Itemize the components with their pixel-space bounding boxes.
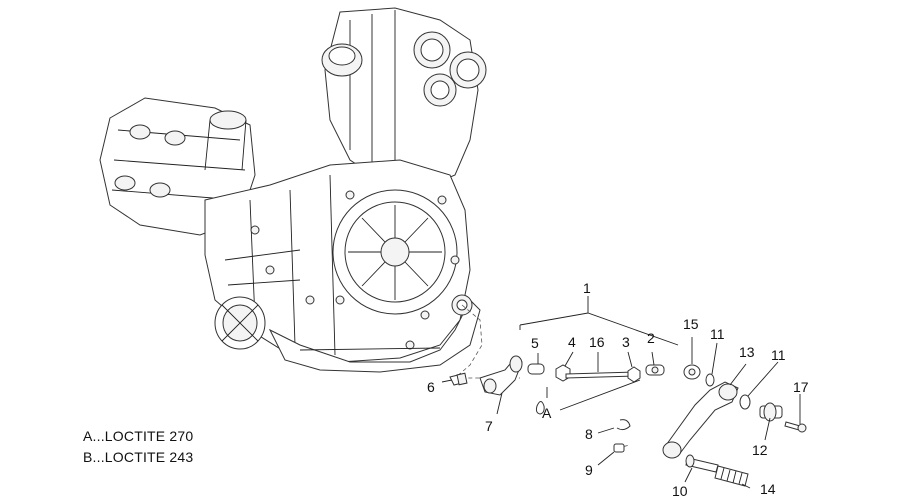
callout-4: 4 — [568, 334, 576, 350]
part-17-bolt — [784, 421, 807, 433]
callout-3: 3 — [622, 334, 630, 350]
part-11-ring-upper — [705, 373, 715, 387]
callout-14: 14 — [760, 481, 776, 497]
callout-10: 10 — [672, 483, 688, 498]
part-7-shift-lever — [479, 355, 523, 396]
callout-15: 15 — [683, 316, 699, 332]
callout-13: 13 — [739, 344, 755, 360]
part-15-washer — [683, 364, 701, 380]
part-11-ring-lower — [739, 394, 751, 410]
shift-parts — [449, 355, 807, 487]
callout-2: 2 — [647, 330, 655, 346]
callout-A: A — [542, 405, 552, 421]
callout-9: 9 — [585, 462, 593, 478]
part-14-rubber — [714, 465, 749, 487]
part-3-nut — [627, 366, 641, 383]
loctite-a-arrow — [559, 379, 641, 411]
part-8-clip — [616, 419, 631, 431]
callout-16: 16 — [589, 334, 605, 350]
callout-8: 8 — [585, 426, 593, 442]
part-9-bolt — [613, 443, 625, 453]
callout-12: 12 — [752, 442, 768, 458]
loctite-drop-icon — [535, 401, 545, 415]
callout-11-lower: 11 — [771, 347, 786, 363]
callout-1: 1 — [583, 280, 591, 296]
part-5-pin — [527, 363, 545, 375]
engine-assembly — [99, 7, 487, 373]
part-16-rod — [565, 371, 637, 379]
callout-17: 17 — [793, 379, 809, 395]
callout-5: 5 — [531, 335, 539, 351]
leader-lines — [441, 337, 801, 489]
part-12-pivot — [759, 402, 783, 422]
part-13-lever-arm — [662, 381, 739, 459]
callout-6: 6 — [427, 379, 435, 395]
part-4-nut — [555, 364, 571, 382]
callout-11-upper: 11 — [710, 326, 725, 342]
part-6-bolt — [449, 372, 468, 386]
legend-loctite-270: A...LOCTITE 270 — [83, 428, 194, 444]
part-2-joint — [645, 364, 665, 376]
callouts: 1 5 4 16 3 2 6 7 A 8 9 10 14 15 11 13 11… — [427, 280, 809, 498]
callout-7: 7 — [485, 418, 493, 434]
assembly-1-bracket — [519, 296, 679, 346]
legend-loctite-243: B...LOCTITE 243 — [83, 449, 194, 465]
